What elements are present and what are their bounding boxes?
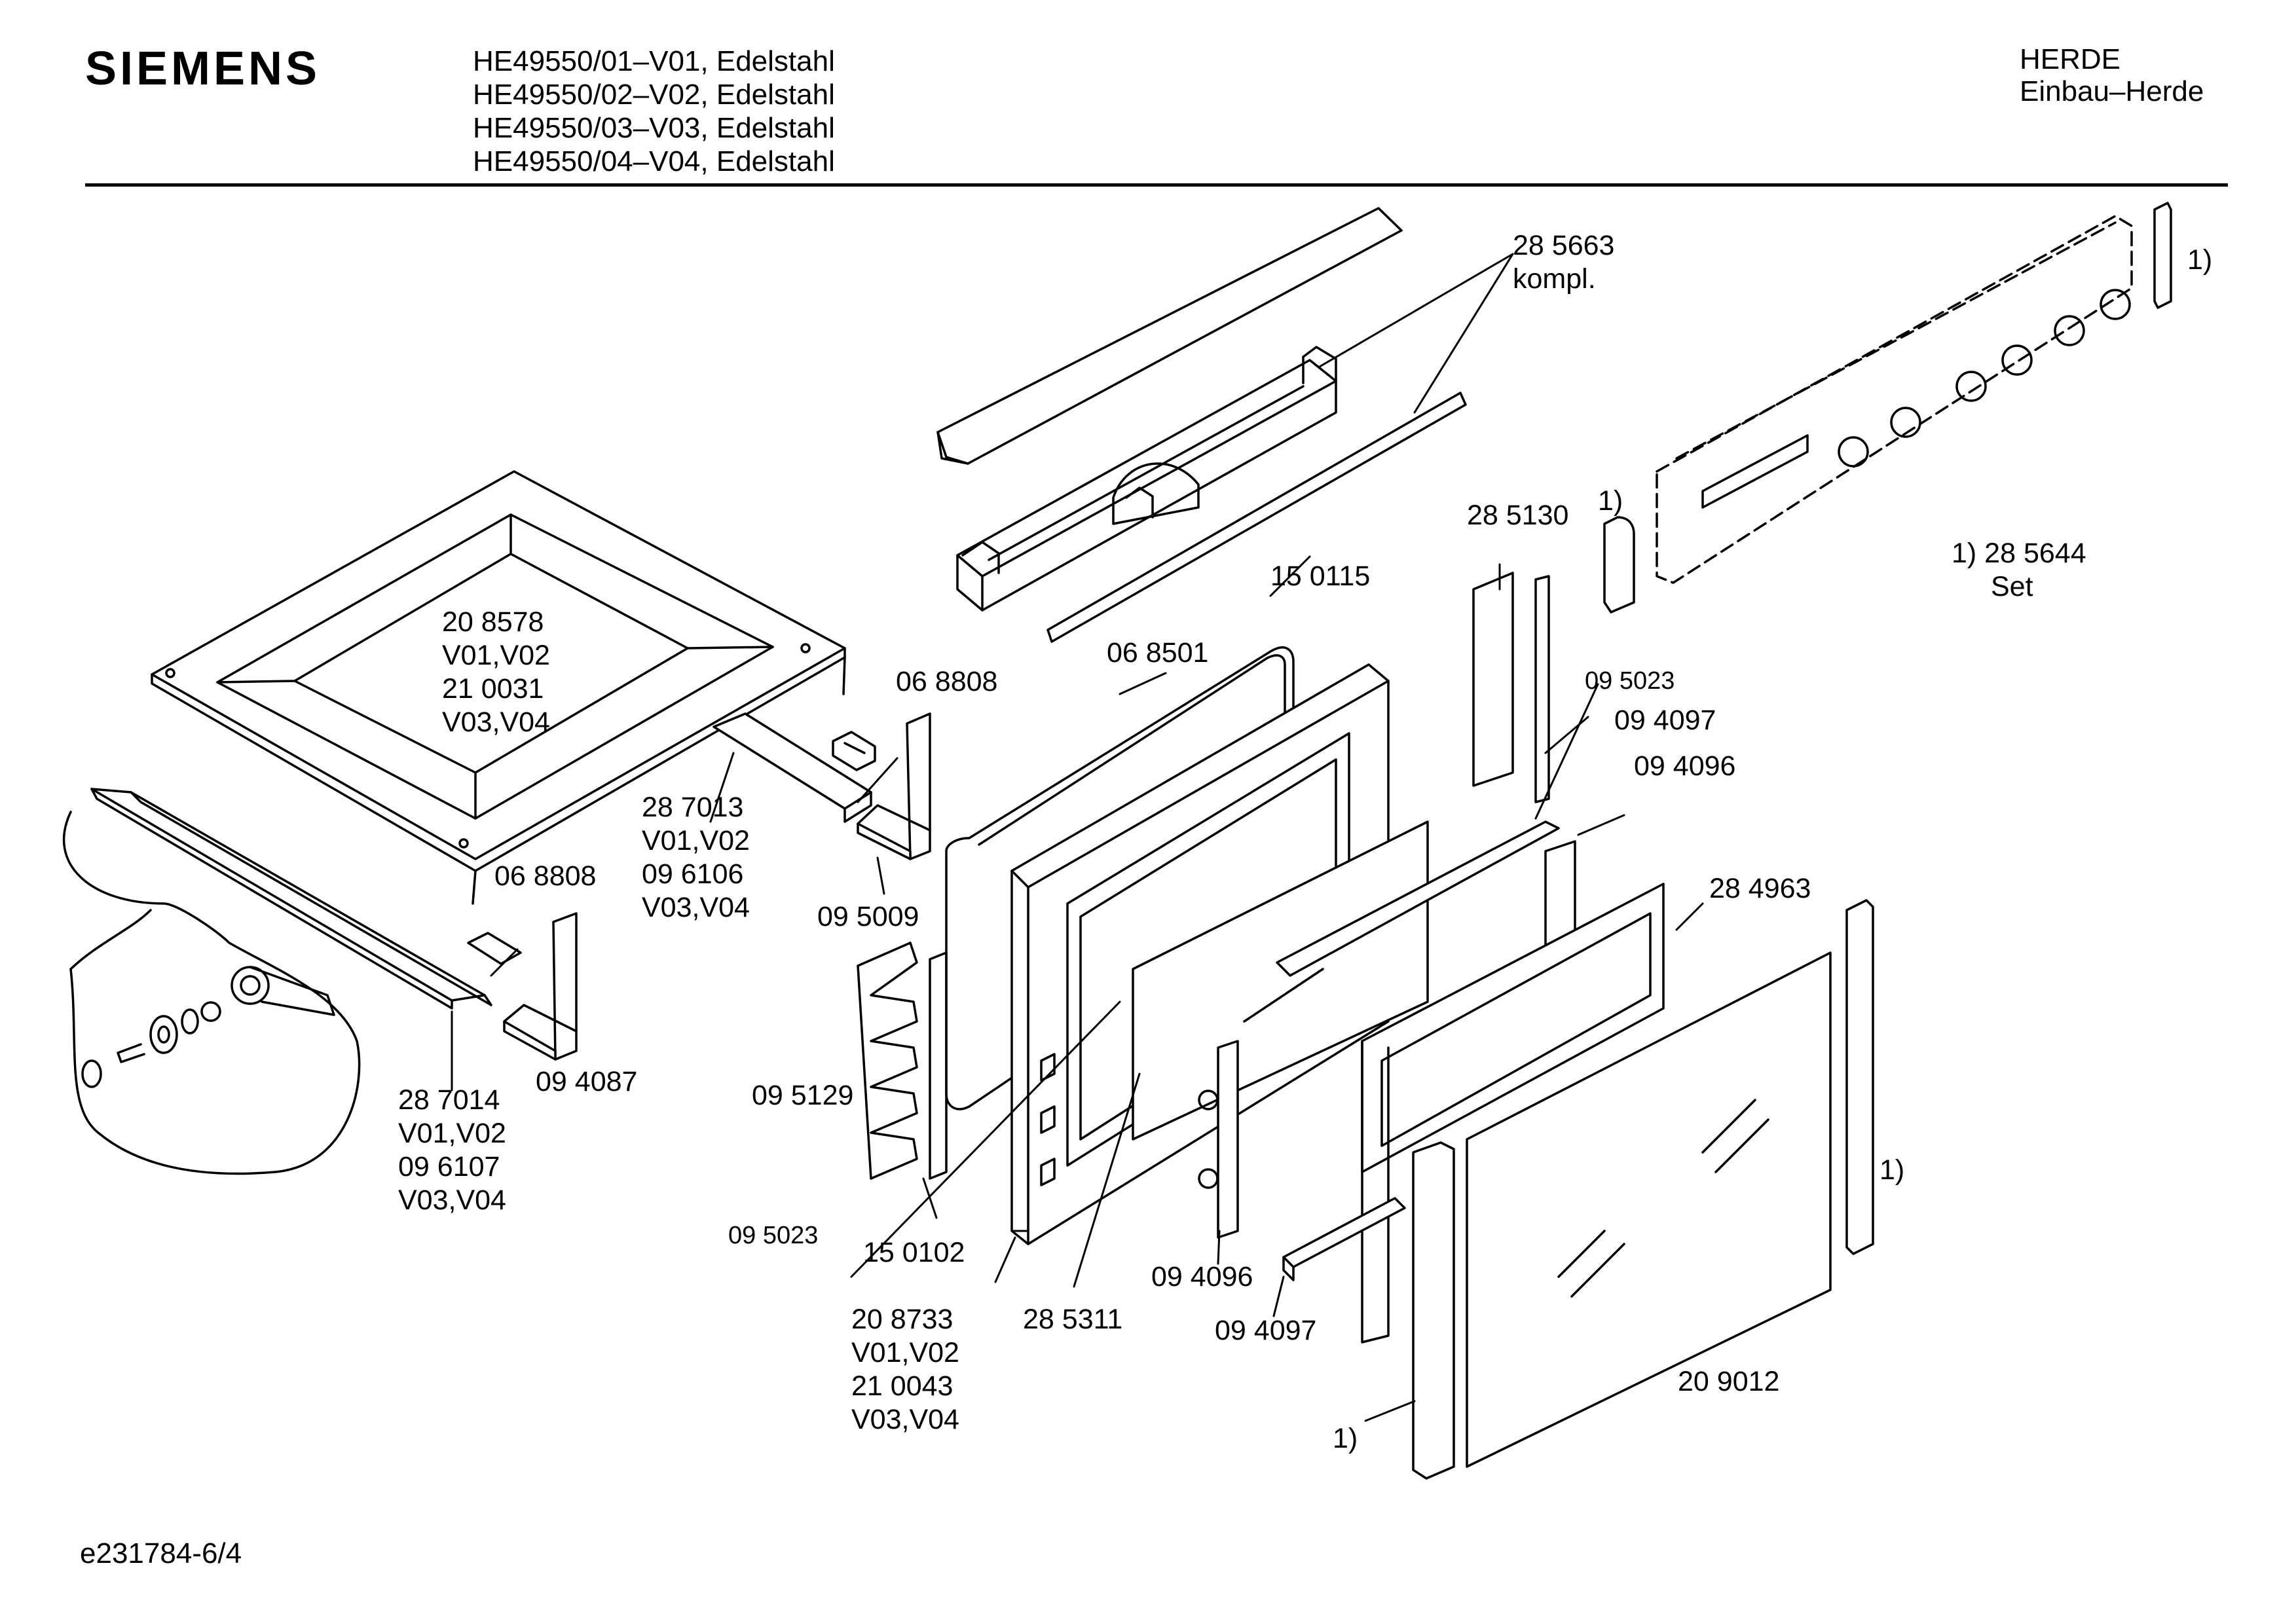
part-variant: V03,V04: [442, 706, 550, 738]
right-frame-part: [1361, 883, 1665, 1344]
part-number: 09 6106: [642, 858, 744, 890]
callout-edge-left-note: 1): [1333, 1423, 1358, 1454]
model-line: HE49550/02–V02, Edelstahl: [473, 79, 835, 111]
header-rule: [85, 183, 2228, 187]
callout-hinge-mid: 09 4096: [1151, 1261, 1253, 1292]
handle-part: [936, 207, 1467, 643]
part-variant: V01,V02: [851, 1337, 959, 1368]
callout-hinge-left: 09 5129: [752, 1080, 854, 1111]
document-id: e231784-6/4: [80, 1537, 242, 1569]
bottom-clip-part: [467, 932, 522, 965]
callout-panel-note: 1): [2187, 244, 2213, 276]
callout-outer-glass: 20 9012: [1678, 1366, 1780, 1397]
callout-gasket: 06 8501: [1107, 637, 1209, 669]
top-panel-part: [151, 470, 846, 905]
right-hinge-part: [1472, 572, 1550, 803]
callout-profile-side: 09 4096: [1634, 750, 1736, 782]
callout-frame-right: 28 4963: [1709, 873, 1811, 904]
callout-corner-bracket-bottom: 09 4087: [536, 1066, 638, 1097]
callout-set-note: 1) 28 5644 Set: [1952, 537, 2086, 604]
callout-rail-bottom: 28 7014 V01,V02 09 6107 V03,V04: [398, 1084, 506, 1217]
callout-clip-top: 06 8808: [896, 666, 998, 697]
part-number: 20 8733: [851, 1304, 954, 1335]
part-number: 28 7013: [642, 792, 744, 823]
callout-edge-right-note: 1): [1879, 1154, 1905, 1186]
inner-glass-part: [1132, 820, 1429, 1141]
part-number: 21 0043: [851, 1370, 954, 1402]
callout-profile-bottom: 09 4097: [1215, 1315, 1317, 1346]
callout-clip-bottom: 06 8808: [494, 860, 597, 892]
control-panel-part: [1603, 202, 2172, 614]
model-line: HE49550/04–V04, Edelstahl: [473, 145, 835, 177]
callout-bracket-right: 09 5023: [1585, 667, 1675, 695]
part-variant: V03,V04: [851, 1404, 959, 1435]
callout-handle: 28 5663 kompl.: [1513, 229, 1614, 296]
part-note: Set: [1991, 571, 2033, 602]
callout-side-strip-note: 1): [1598, 485, 1623, 517]
callout-rail-top: 28 7013 V01,V02 09 6106 V03,V04: [642, 791, 750, 925]
bottom-rail-part: [62, 788, 492, 1175]
part-number: 28 5663: [1513, 230, 1615, 261]
part-variant: V01,V02: [398, 1118, 506, 1149]
model-line: HE49550/01–V01, Edelstahl: [473, 45, 835, 77]
part-number: 20 8578: [442, 606, 544, 638]
bottom-profile-part: [1282, 1197, 1406, 1281]
top-profile-part: [1276, 820, 1560, 977]
callout-inner-glass: 15 0102: [863, 1237, 965, 1268]
callout-bracket-left: 09 5023: [728, 1222, 819, 1249]
part-number: 21 0031: [442, 673, 544, 705]
callout-door-frame: 20 8733 V01,V02 21 0043 V03,V04: [851, 1303, 959, 1437]
part-variant: V01,V02: [642, 825, 750, 856]
category-line: HERDE: [2020, 43, 2121, 75]
model-line: HE49550/03–V03, Edelstahl: [473, 112, 835, 144]
callout-seal-strip: 15 0115: [1270, 560, 1371, 592]
part-number: 09 6107: [398, 1151, 500, 1182]
part-variant: V03,V04: [642, 892, 750, 923]
corner-bracket-top-part: [857, 712, 931, 860]
category-line: Einbau–Herde: [2020, 75, 2204, 107]
brand-logo: SIEMENS: [85, 43, 321, 95]
edge-strip-part: [1412, 899, 1874, 1480]
model-list: HE49550/01–V01, Edelstahl HE49550/02–V02…: [473, 45, 835, 178]
callout-top-panel: 20 8578 V01,V02 21 0031 V03,V04: [442, 606, 550, 739]
part-note: kompl.: [1513, 263, 1596, 295]
part-variant: V03,V04: [398, 1184, 506, 1216]
callout-profile-top: 09 4097: [1614, 705, 1716, 736]
callout-hinge-right: 28 5130: [1467, 500, 1569, 531]
leader-lines: [451, 253, 1704, 1422]
top-rail-part: [713, 712, 876, 823]
part-number: 28 7014: [398, 1084, 500, 1116]
callout-inner-pane: 28 5311: [1023, 1304, 1123, 1335]
part-variant: V01,V02: [442, 640, 550, 671]
part-number: 1) 28 5644: [1952, 538, 2086, 569]
callout-corner-bracket-top: 09 5009: [817, 901, 919, 932]
outer-glass-part: [1466, 951, 1832, 1468]
left-hinge-part: [857, 942, 948, 1180]
product-category: HERDE Einbau–Herde: [2020, 43, 2204, 107]
mid-hinge-part: [1198, 1040, 1239, 1239]
corner-bracket-bottom-part: [503, 912, 578, 1061]
